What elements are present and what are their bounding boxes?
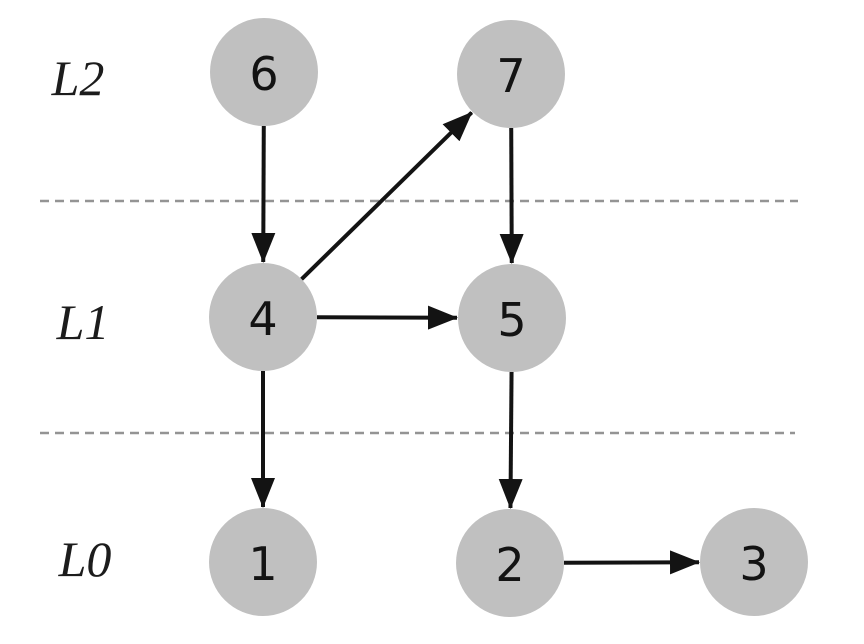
node-3: 3 xyxy=(700,508,808,616)
edge-7-5 xyxy=(499,127,524,265)
node-3-label: 3 xyxy=(739,537,768,591)
node-1-circle xyxy=(209,508,317,616)
node-3-circle xyxy=(700,508,808,616)
node-5-label: 5 xyxy=(497,293,526,347)
node-5-circle xyxy=(458,264,566,372)
node-2: 2 xyxy=(456,509,564,617)
node-2-label: 2 xyxy=(495,538,524,592)
node-6: 6 xyxy=(210,18,318,126)
edge-5-2 xyxy=(498,371,523,510)
node-4-circle xyxy=(209,263,317,371)
node-5: 5 xyxy=(458,264,566,372)
node-4-label: 4 xyxy=(248,292,277,346)
edge-2-3 xyxy=(563,550,701,575)
node-4: 4 xyxy=(209,263,317,371)
node-7: 7 xyxy=(457,20,565,128)
node-2-circle xyxy=(456,509,564,617)
layer-label-L2: L2 xyxy=(51,50,105,106)
layer-label-L1: L1 xyxy=(56,294,110,350)
node-6-circle xyxy=(210,18,318,126)
edge-6-4 xyxy=(251,125,276,264)
node-1: 1 xyxy=(209,508,317,616)
node-6-label: 6 xyxy=(249,47,278,101)
edge-4-7 xyxy=(300,111,474,281)
node-7-circle xyxy=(457,20,565,128)
layer-label-L0: L0 xyxy=(58,531,112,587)
node-1-label: 1 xyxy=(248,537,277,591)
edge-4-5 xyxy=(316,305,459,330)
node-7-label: 7 xyxy=(496,49,525,103)
